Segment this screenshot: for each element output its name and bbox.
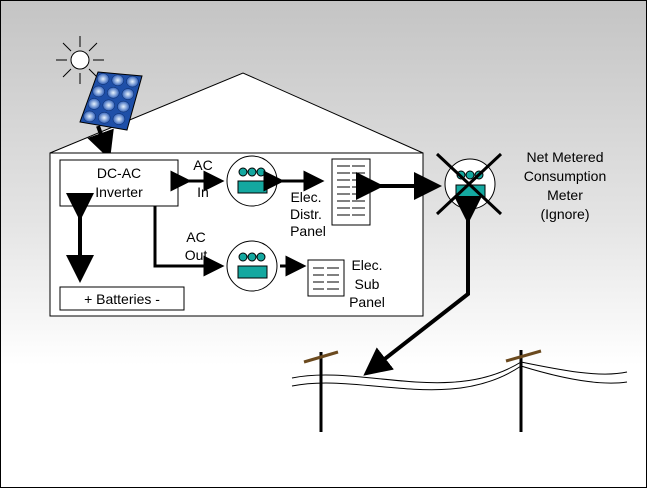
- ac-out-label-2: Out: [185, 247, 208, 263]
- solar-cell: [117, 100, 130, 113]
- distr-panel-label-3: Panel: [290, 223, 326, 239]
- inverter-label-1: DC-AC: [97, 165, 141, 181]
- distr-panel-label-2: Distr.: [290, 206, 322, 222]
- solar-cell: [112, 113, 126, 125]
- solar-cell: [107, 87, 120, 99]
- solar-cell: [102, 99, 115, 111]
- batteries-label: + Batteries -: [84, 291, 160, 307]
- sub-panel-label-2: Sub: [355, 276, 380, 292]
- ac-in-label-1: AC: [193, 157, 212, 173]
- sub-panel-label-3: Panel: [349, 294, 385, 310]
- ac-in-meter-icon: [226, 155, 278, 207]
- solar-panel-icon: [79, 71, 143, 131]
- net-meter-label-4: (Ignore): [540, 206, 589, 222]
- solar-cell: [121, 88, 135, 100]
- solar-cell: [98, 112, 111, 124]
- distribution-panel-icon: [331, 158, 371, 226]
- solar-cell: [96, 73, 110, 85]
- utility-poles-icon: [291, 349, 628, 432]
- inverter-label-2: Inverter: [95, 184, 143, 200]
- ac-out-label-1: AC: [186, 229, 205, 245]
- sub-panel-label-1: Elec.: [351, 257, 382, 273]
- distr-panel-label-1: Elec.: [290, 189, 321, 205]
- solar-cell: [87, 98, 101, 110]
- solar-cell: [111, 74, 124, 86]
- solar-cell: [92, 85, 105, 98]
- net-meter-label-1: Net Metered: [526, 149, 603, 165]
- sun-icon: [56, 36, 104, 84]
- solar-cell: [126, 75, 139, 88]
- solar-cell: [83, 110, 96, 123]
- panel-to-inverter-arrow: [87, 125, 114, 160]
- netmeter-grid-arrow: [363, 196, 482, 376]
- ac-out-path: [153, 206, 225, 277]
- sub-panel-icon: [307, 259, 345, 297]
- net-meter-label-2: Consumption: [524, 168, 607, 184]
- ac-in-label-2: In: [197, 184, 209, 200]
- batteries-box: [59, 286, 185, 311]
- ac-out-meter-icon: [226, 240, 278, 292]
- net-meter-label-3: Meter: [547, 187, 583, 203]
